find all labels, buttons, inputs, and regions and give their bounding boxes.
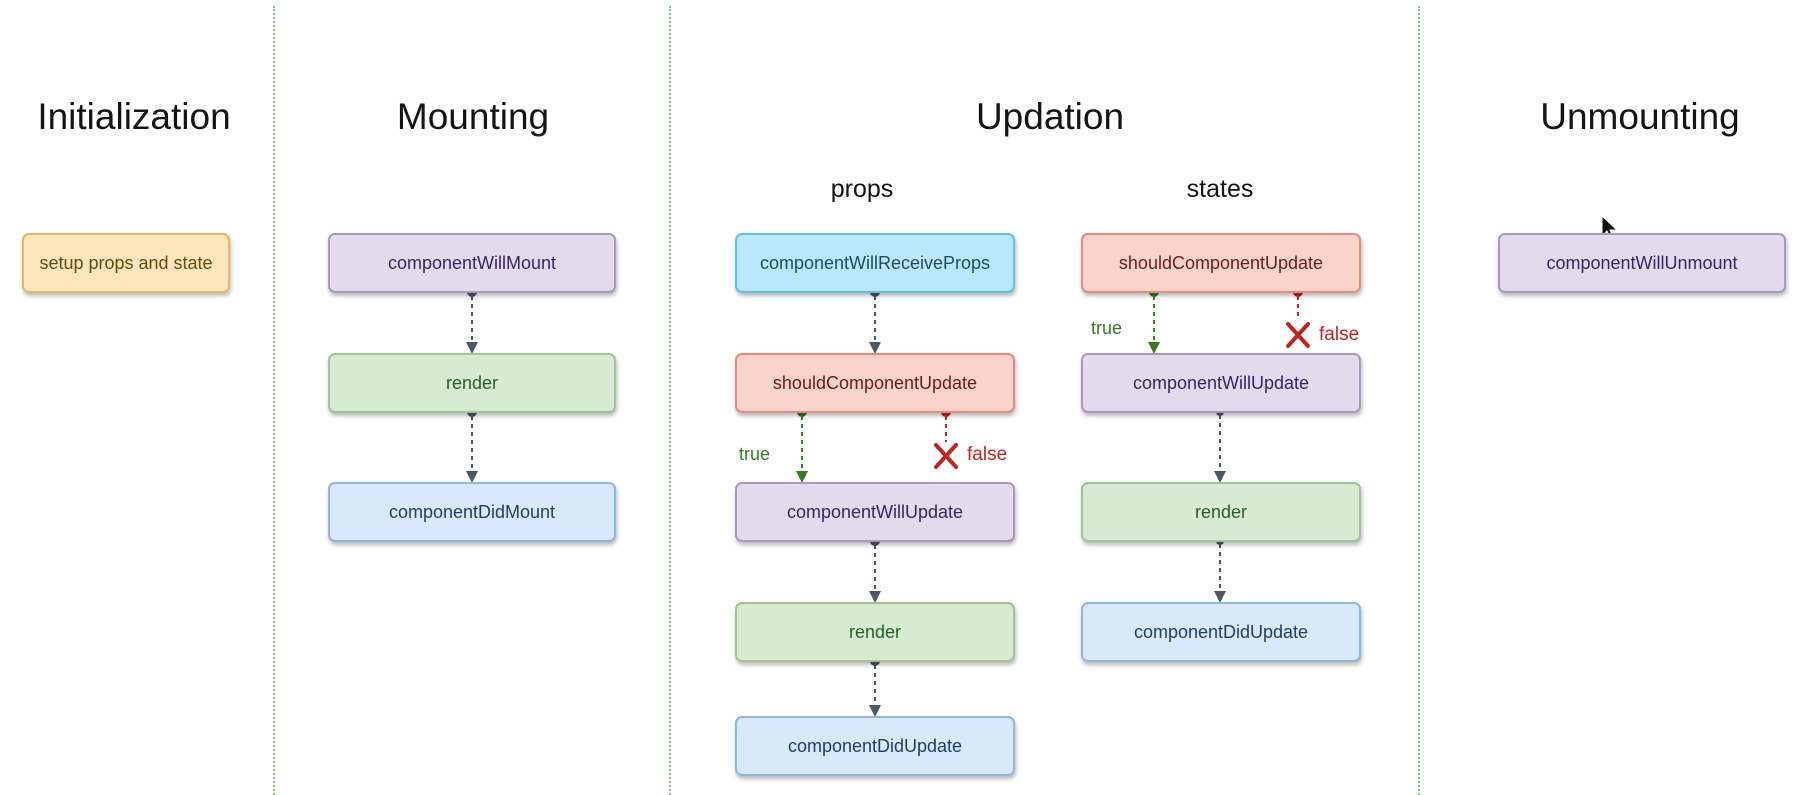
phase-title-mounting: Mounting (396, 96, 550, 137)
column-title-states: states (1186, 175, 1254, 203)
phase-title-unmounting: Unmounting (1540, 96, 1740, 137)
divider-init-mount (273, 6, 275, 795)
connector-props-willupdate-render (869, 536, 881, 603)
connector-receiveprops-shouldupdate (869, 287, 881, 354)
props-should-component-update-node: shouldComponentUpdate (735, 353, 1015, 413)
states-true-label: true (1091, 318, 1123, 338)
connector-states-willupdate-render (1214, 408, 1226, 483)
setup-props-and-state-node: setup props and state (22, 233, 230, 293)
connector-states-false-branch (1286, 287, 1310, 348)
component-did-mount-node: componentDidMount (328, 482, 616, 542)
props-render-node: render (735, 602, 1015, 662)
connector-states-render-didupdate (1214, 537, 1226, 603)
phase-title-initialization: Initialization (37, 96, 231, 137)
props-true-label: true (739, 444, 771, 464)
connector-states-true-branch (1148, 287, 1160, 354)
props-false-label: false (967, 444, 1008, 465)
divider-mount-update (669, 6, 671, 795)
connector-props-render-didupdate (869, 656, 881, 717)
connector-props-false-branch (934, 407, 958, 469)
column-title-props: props (830, 175, 894, 203)
mounting-render-node: render (328, 353, 616, 413)
phase-title-updation: Updation (975, 96, 1125, 137)
props-component-will-receive-props-node: componentWillReceiveProps (735, 233, 1015, 293)
connector-render-didmount (466, 407, 478, 483)
states-component-will-update-node: componentWillUpdate (1081, 353, 1361, 413)
connector-willmount-render (466, 287, 478, 354)
component-will-unmount-node: componentWillUnmount (1498, 233, 1786, 293)
states-false-label: false (1319, 324, 1360, 345)
false-cross-icon (1286, 322, 1310, 348)
props-component-did-update-node: componentDidUpdate (735, 716, 1015, 776)
states-should-component-update-node: shouldComponentUpdate (1081, 233, 1361, 293)
divider-update-unmount (1418, 6, 1420, 795)
props-component-will-update-node: componentWillUpdate (735, 482, 1015, 542)
component-will-mount-node: componentWillMount (328, 233, 616, 293)
states-render-node: render (1081, 482, 1361, 542)
connector-props-true-branch (796, 407, 808, 483)
false-cross-icon (934, 443, 958, 469)
states-component-did-update-node: componentDidUpdate (1081, 602, 1361, 662)
